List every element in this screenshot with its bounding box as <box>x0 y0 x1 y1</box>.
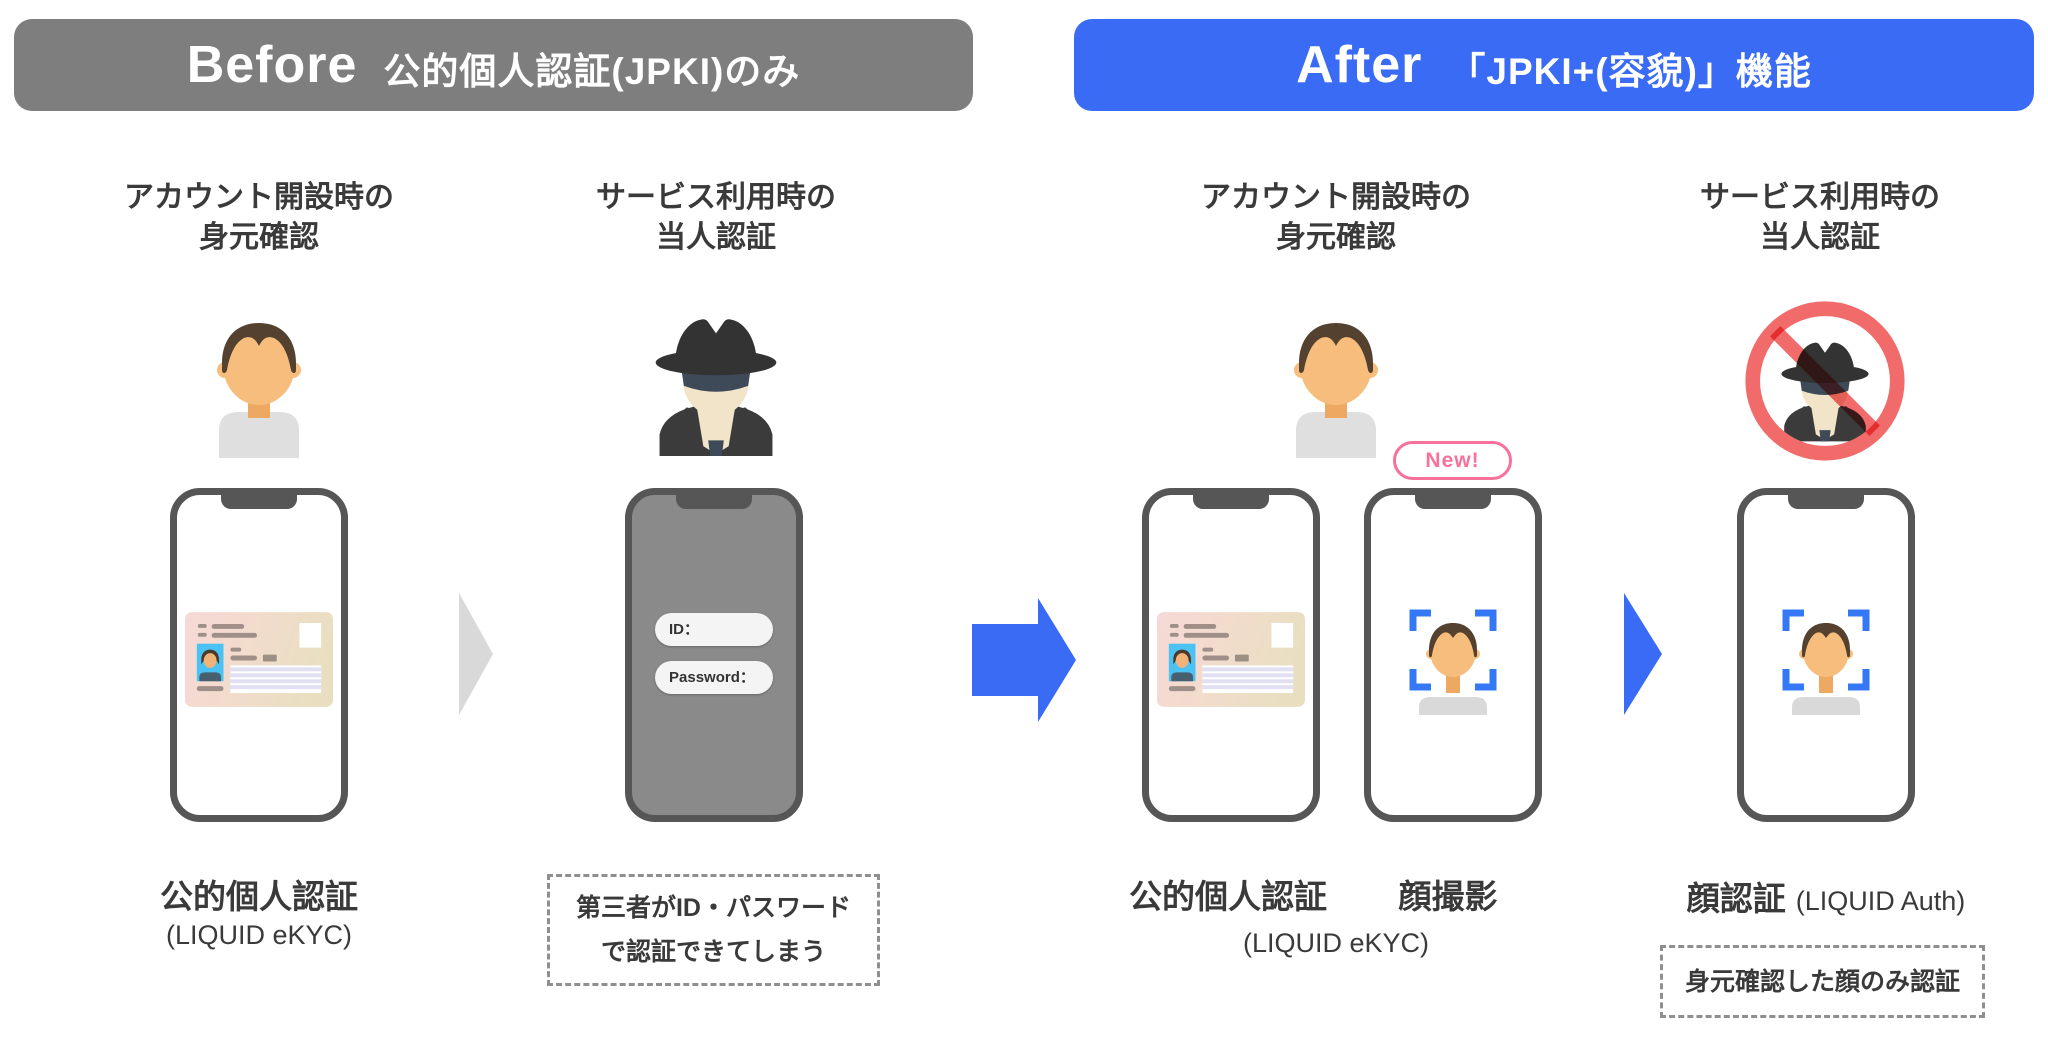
before-auth-heading: サービス利用時の 当人認証 <box>596 181 836 254</box>
after-identity-sublabel: (LIQUID eKYC) <box>1242 928 1430 958</box>
after-auth-label: 顔認証 <box>1686 880 1786 917</box>
face-detect-icon <box>1782 609 1870 715</box>
phone-notch <box>1415 494 1491 509</box>
id-card-icon <box>1157 612 1305 707</box>
phone-face-capture <box>1364 488 1542 822</box>
after-identity-heading: アカウント開設時の 身元確認 <box>1201 181 1471 254</box>
after-title-ja: 「JPKI+(容貌)」機能 <box>1448 51 1812 92</box>
after-auth-heading: サービス利用時の 当人認証 <box>1700 181 1940 254</box>
id-field: ID： <box>655 613 773 646</box>
new-badge: New! <box>1393 441 1512 480</box>
before-identity-label: 公的個人認証 <box>160 878 358 915</box>
phone-id-card-after <box>1142 488 1320 822</box>
arrow-blue-icon <box>1624 593 1662 715</box>
after-identity-label-jpki: 公的個人認証 <box>1129 878 1327 915</box>
after-auth-sublabel: (LIQUID Auth) <box>1795 886 1966 916</box>
arrow-blue-block-icon <box>972 598 1076 722</box>
phone-login-before: ID： Password： <box>625 488 803 822</box>
password-field: Password： <box>655 661 773 694</box>
before-title-ja: 公的個人認証(JPKI)のみ <box>383 51 801 92</box>
spy-prohibited-icon <box>1745 301 1905 461</box>
after-auth-label-row: 顔認証 (LIQUID Auth) <box>1626 872 2026 920</box>
arrow-gray-icon <box>459 593 493 715</box>
person-avatar-icon <box>217 323 301 458</box>
phone-notch <box>221 494 297 509</box>
prohibition-icon <box>1745 301 1905 461</box>
after-identity-label-face: 顔撮影 <box>1398 878 1498 915</box>
before-title-en: Before <box>186 36 358 94</box>
before-auth-note: 第三者がID・パスワード で認証できてしまう <box>547 874 880 986</box>
spy-icon <box>655 319 777 456</box>
after-auth-note: 身元確認した顔のみ認証 <box>1660 945 1985 1018</box>
phone-notch <box>1193 494 1269 509</box>
before-identity-sublabel: (LIQUID eKYC) <box>165 920 353 950</box>
phone-notch <box>676 494 752 509</box>
phone-face-auth <box>1737 488 1915 822</box>
face-detect-icon <box>1409 609 1497 715</box>
phone-notch <box>1788 494 1864 509</box>
person-avatar-icon <box>1294 323 1378 458</box>
before-header: Before 公的個人認証(JPKI)のみ <box>14 19 973 111</box>
before-identity-heading: アカウント開設時の 身元確認 <box>124 181 394 254</box>
id-card-icon <box>185 612 333 707</box>
phone-id-card-before <box>170 488 348 822</box>
after-header: After 「JPKI+(容貌)」機能 <box>1074 19 2034 111</box>
after-title-en: After <box>1296 36 1423 94</box>
